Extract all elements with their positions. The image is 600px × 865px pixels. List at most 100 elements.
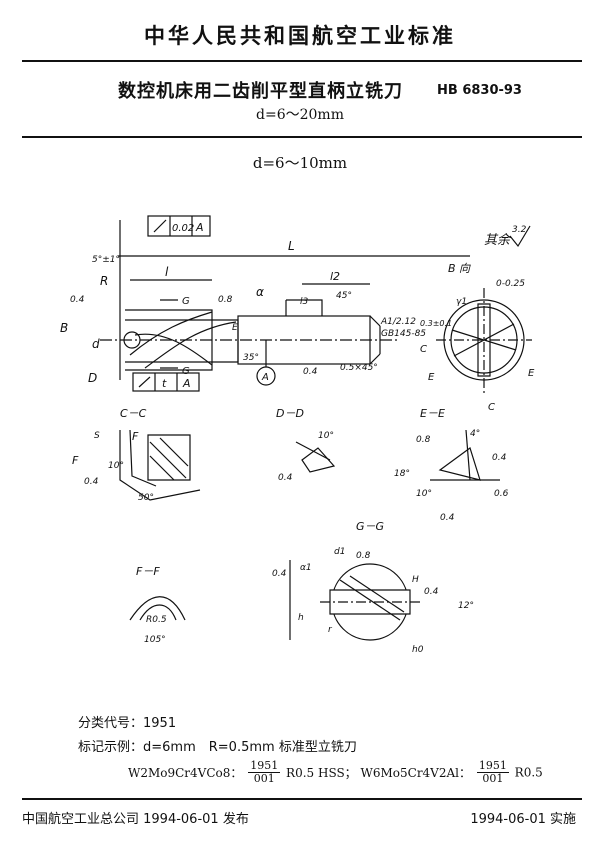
svg-text:45°: 45° (336, 291, 352, 301)
classification-label: 分类代号： (78, 716, 144, 731)
document-title: 数控机床用二齿削平型直柄立铣刀 (118, 81, 403, 102)
svg-text:d1: d1 (334, 547, 345, 557)
section-cc: C－C F F S 10° 0.4 50° (72, 407, 201, 503)
svg-text:0.8: 0.8 (356, 551, 371, 561)
svg-text:F: F (132, 430, 139, 443)
footer-rule (22, 798, 582, 800)
classification-line: 分类代号：1951 (78, 712, 176, 731)
svg-text:35°: 35° (243, 353, 259, 363)
svg-text:E: E (528, 368, 535, 379)
svg-text:α1: α1 (300, 563, 312, 573)
svg-text:10°: 10° (416, 489, 432, 499)
section-ff: F－F R0.5 105° (129, 565, 186, 645)
svg-text:0.5×45°: 0.5×45° (340, 363, 378, 373)
section-dd: D－D 10° 0.4 (276, 407, 336, 483)
material-1: W2Mo9Cr4VCo8： (128, 766, 243, 780)
dim-L: L (288, 239, 295, 253)
svg-text:12°: 12° (458, 601, 474, 611)
svg-text:10°: 10° (108, 461, 124, 471)
svg-text:0.4: 0.4 (278, 473, 293, 483)
svg-text:h: h (298, 613, 304, 623)
svg-text:0.3±0.1: 0.3±0.1 (420, 319, 452, 328)
svg-text:S: S (94, 431, 100, 441)
view-B-arrow: B (60, 321, 68, 335)
svg-text:t: t (162, 377, 167, 390)
main-view: L l l2 5°±1° R d B D G G α 35° 45° l3 E (60, 220, 470, 386)
tol-frame-top: 0.02 A (147, 215, 211, 237)
svg-text:5°±1°: 5°±1° (92, 255, 120, 265)
svg-text:4°: 4° (470, 429, 480, 439)
svg-text:其余: 其余 (484, 232, 512, 248)
title-rule (22, 136, 582, 138)
header-rule (22, 60, 582, 62)
svg-text:0.4: 0.4 (492, 453, 507, 463)
radius-R: R (100, 274, 108, 288)
svg-text:E－E: E－E (420, 407, 445, 420)
svg-text:0.4: 0.4 (84, 477, 99, 487)
svg-text:0.4: 0.4 (440, 513, 455, 523)
standard-number: HB 6830-93 (437, 83, 522, 98)
suffix-1: R0.5 HSS； (286, 766, 357, 780)
end-view-B: B 向 0-0.25 γ1 0.3±0.1 C E E C (420, 262, 535, 413)
material-2: W6Mo5Cr4V2Al： (360, 766, 471, 780)
section-ee: E－E 0.8 4° 0.4 18° 10° 0.6 0.4 (394, 407, 509, 523)
svg-text:0.4: 0.4 (70, 295, 85, 305)
svg-text:E: E (232, 323, 238, 333)
svg-text:F: F (72, 454, 79, 467)
svg-text:0.8: 0.8 (416, 435, 431, 445)
tol-value: 0.02 (172, 223, 194, 234)
svg-text:G－G: G－G (356, 520, 384, 533)
svg-text:105°: 105° (144, 635, 166, 645)
view-D-arrow: D (88, 371, 97, 385)
technical-drawing: 0.02 A t A L l l2 5°±1° R d (60, 215, 535, 655)
subtitle-range: d=6～20mm (256, 107, 344, 123)
svg-text:H: H (412, 575, 419, 585)
svg-text:0.8: 0.8 (218, 295, 233, 305)
svg-text:G: G (182, 296, 190, 307)
svg-text:γ1: γ1 (456, 297, 467, 307)
svg-text:C－C: C－C (120, 407, 147, 420)
marking-text: d=6mm R=0.5mm 标准型立铣刀 (143, 740, 357, 755)
svg-text:G: G (182, 366, 190, 377)
svg-text:50°: 50° (138, 493, 154, 503)
svg-text:0.4: 0.4 (424, 587, 439, 597)
svg-text:18°: 18° (394, 469, 410, 479)
suffix-2: R0.5 (514, 765, 543, 780)
svg-text:0.6: 0.6 (494, 489, 509, 499)
datum-A: A (261, 372, 269, 383)
svg-text:E: E (428, 372, 435, 383)
tol-frame-bottom: t A (132, 372, 200, 392)
dim-l2: l2 (330, 270, 340, 283)
section-gg: G－G d1 0.8 α1 0.4 H 0.4 12° h r h0 (272, 520, 474, 655)
svg-text:3.2: 3.2 (512, 225, 527, 235)
dim-l: l (165, 265, 169, 279)
svg-text:l3: l3 (300, 297, 309, 307)
roughness-rest: 其余 3.2 (484, 225, 531, 248)
svg-text:A1/2.12: A1/2.12 (380, 317, 416, 327)
svg-text:F－F: F－F (136, 565, 160, 578)
svg-text:GB145-85: GB145-85 (381, 329, 426, 339)
marking-line: 标记示例：d=6mm R=0.5mm 标准型立铣刀 (78, 736, 357, 755)
svg-text:r: r (328, 625, 333, 635)
issue-date: 中国航空工业总公司 1994-06-01 发布 (22, 812, 249, 827)
svg-text:0.4: 0.4 (303, 367, 318, 377)
svg-text:0-0.25: 0-0.25 (496, 279, 525, 289)
section-range: d=6～10mm (252, 154, 348, 172)
end-view-title: B 向 (448, 262, 471, 275)
svg-text:10°: 10° (318, 431, 334, 441)
svg-text:d: d (92, 337, 100, 351)
svg-text:C: C (420, 344, 427, 355)
svg-text:R0.5: R0.5 (146, 615, 167, 625)
svg-text:h0: h0 (412, 645, 424, 655)
effective-date: 1994-06-01 实施 (470, 812, 576, 827)
marking-label: 标记示例： (78, 740, 144, 755)
svg-text:α: α (256, 285, 264, 299)
svg-text:A: A (182, 377, 191, 390)
standard-org-header: 中华人民共和国航空工业标准 (144, 24, 456, 48)
svg-text:C: C (488, 402, 495, 413)
classification-code: 1951 (143, 716, 177, 731)
tol-datum: A (195, 221, 204, 234)
